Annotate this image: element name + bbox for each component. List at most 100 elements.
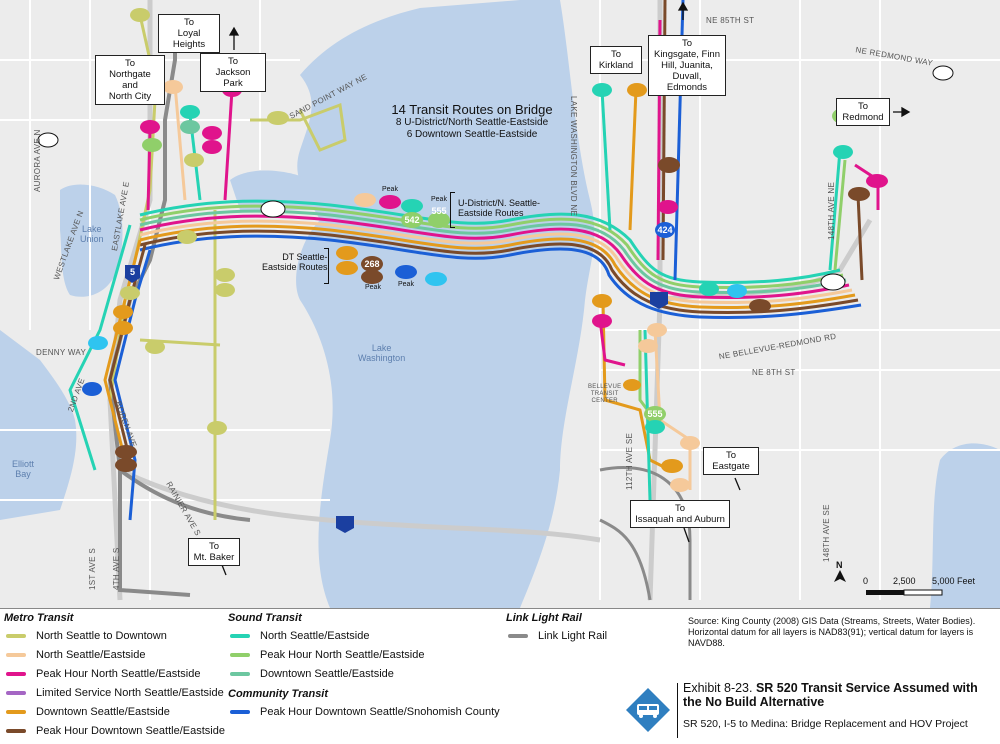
legend-community-heading: Community Transit [228, 688, 329, 700]
legend-sound-item-2: Downtown Seattle/Eastside [230, 666, 394, 682]
peak-label-1: Peak [382, 186, 398, 193]
legend-metro-item-2: Peak Hour North Seattle/Eastside [6, 666, 200, 682]
street-1st-ave: 1ST AVE S [88, 548, 97, 590]
legend-label: North Seattle/Eastside [260, 630, 370, 642]
callout-issaquah: To Issaquah and Auburn [630, 500, 730, 528]
legend-community-item-0: Peak Hour Downtown Seattle/Snohomish Cou… [230, 704, 500, 720]
direction-arrows [221, 1, 911, 576]
route-markers [37, 8, 954, 492]
callout-northgate: To Northgate and North City [95, 55, 165, 105]
legend-label: North Seattle to Downtown [36, 630, 167, 642]
callout-redmond: To Redmond [836, 98, 890, 126]
legend-link-heading: Link Light Rail [506, 612, 582, 624]
exhibit-subtitle: SR 520, I-5 to Medina: Bridge Replacemen… [683, 718, 968, 730]
legend-label: Limited Service North Seattle/Eastside [36, 687, 224, 699]
map-title-block: 14 Transit Routes on Bridge 8 U-District… [372, 102, 572, 141]
callout-kingsgate: To Kingsgate, Finn Hill, Juanita, Duvall… [648, 35, 726, 96]
label-bellevue-transit-center: BELLEVUE TRANSIT CENTER [588, 384, 622, 404]
callout-eastgate: To Eastgate [703, 447, 759, 475]
peak-label-2: Peak [431, 196, 447, 203]
label-dt-routes: DT Seattle- Eastside Routes [262, 252, 328, 272]
route-268-label: 268 [364, 259, 380, 269]
scale-end: 5,000 Feet [932, 576, 976, 586]
scale-mid: 2,500 [893, 576, 916, 586]
label-elliott-bay: Elliott Bay [12, 459, 35, 479]
legend-swatch [230, 672, 250, 676]
street-ne8: NE 8TH ST [752, 368, 796, 377]
elliott-bay [0, 330, 77, 520]
label-udistrict-routes: U-District/N. Seattle- Eastside Routes [458, 198, 541, 218]
legend-swatch [230, 710, 250, 714]
legend-label: Peak Hour North Seattle/Eastside [260, 649, 425, 661]
route-555b-label: 555 [647, 409, 663, 419]
map-title: 14 Transit Routes on Bridge [391, 102, 553, 117]
legend-label: Peak Hour North Seattle/Eastside [36, 668, 201, 680]
exhibit-title: Exhibit 8-23. SR 520 Transit Service Ass… [683, 681, 998, 709]
street-112th-ave-se: 112TH AVE SE [625, 432, 634, 490]
legend-swatch [6, 729, 26, 733]
route-555-label: 555 [431, 206, 447, 216]
map-subtitle-1: 8 U-District/North Seattle-Eastside [395, 117, 549, 128]
legend-metro-item-0: North Seattle to Downtown [6, 628, 167, 644]
legend-label: Downtown Seattle/Eastside [260, 668, 394, 680]
exhibit-title-text: SR 520 Transit Service Assumed with the … [683, 681, 978, 709]
scale-bar [866, 589, 943, 596]
i5-label: 5 [129, 267, 135, 277]
legend-label: Peak Hour Downtown Seattle/Eastside [36, 725, 225, 737]
source-note: Source: King County (2008) GIS Data (Str… [688, 616, 976, 648]
legend-label: Downtown Seattle/Eastside [36, 706, 170, 718]
street-denny: DENNY WAY [36, 348, 87, 357]
legend-metro-heading: Metro Transit [4, 612, 74, 624]
bracket-dt [324, 248, 329, 284]
peak-label-3: Peak [365, 284, 381, 291]
exhibit-prefix: Exhibit 8-23. [683, 681, 753, 695]
interstate-shields [125, 265, 668, 533]
lake-union [60, 184, 123, 297]
sr520-corridor [68, 0, 880, 521]
exhibit-divider [677, 683, 678, 738]
callout-jackson-park: To Jackson Park [200, 53, 266, 92]
peak-label-4: Peak [398, 281, 414, 288]
legend-label: Link Light Rail [538, 630, 608, 642]
map-canvas [0, 0, 1000, 608]
bracket-udistrict [450, 192, 455, 228]
street-148th-ave-se: 148TH AVE SE [822, 504, 831, 562]
legend-link-item-0: Link Light Rail [508, 628, 607, 644]
wsdot-logo-icon [626, 688, 670, 732]
legend-swatch [230, 634, 250, 638]
east-water [930, 443, 1000, 608]
map-subtitle-2: 6 Downtown Seattle-Eastside [406, 129, 538, 140]
legend-swatch [6, 672, 26, 676]
north-arrow [834, 570, 846, 582]
route-542-label: 542 [404, 215, 420, 225]
legend-metro-item-4: Downtown Seattle/Eastside [6, 704, 170, 720]
legend-sound-item-0: North Seattle/Eastside [230, 628, 369, 644]
callout-kirkland: To Kirkland [590, 46, 642, 74]
legend-metro-item-1: North Seattle/Eastside [6, 647, 145, 663]
legend-swatch [6, 691, 26, 695]
label-lake-union: Lake Union [80, 224, 104, 244]
legend-sound-item-1: Peak Hour North Seattle/Eastside [230, 647, 424, 663]
legend-swatch [508, 634, 528, 638]
street-148th-ave-ne: 148TH AVE NE [827, 181, 836, 240]
street-ne85: NE 85TH ST [706, 16, 755, 25]
legend-swatch [230, 653, 250, 657]
scale-zero: 0 [863, 576, 869, 586]
legend-swatch [6, 634, 26, 638]
legend-swatch [6, 653, 26, 657]
legend-metro-item-3: Limited Service North Seattle/Eastside [6, 685, 224, 701]
callout-mt-baker: To Mt. Baker [188, 538, 240, 566]
legend-label: North Seattle/Eastside [36, 649, 146, 661]
north-label: N [836, 560, 843, 570]
label-lake-washington: Lake Washington [358, 343, 406, 363]
legend-swatch [6, 710, 26, 714]
link-light-rail-east [599, 466, 692, 601]
legend-sound-heading: Sound Transit [228, 612, 302, 624]
street-lake-wash-blvd: LAKE WASHINGTON BLVD NE [569, 96, 578, 217]
route-424-label: 424 [657, 225, 673, 235]
callout-loyal-heights: To Loyal Heights [158, 14, 220, 53]
street-4th-ave: 4TH AVE S [112, 547, 121, 590]
map-area[interactable]: To Loyal Heights To Northgate and North … [0, 0, 1000, 609]
lake-washington [296, 0, 595, 608]
legend-label: Peak Hour Downtown Seattle/Snohomish Cou… [260, 706, 500, 718]
